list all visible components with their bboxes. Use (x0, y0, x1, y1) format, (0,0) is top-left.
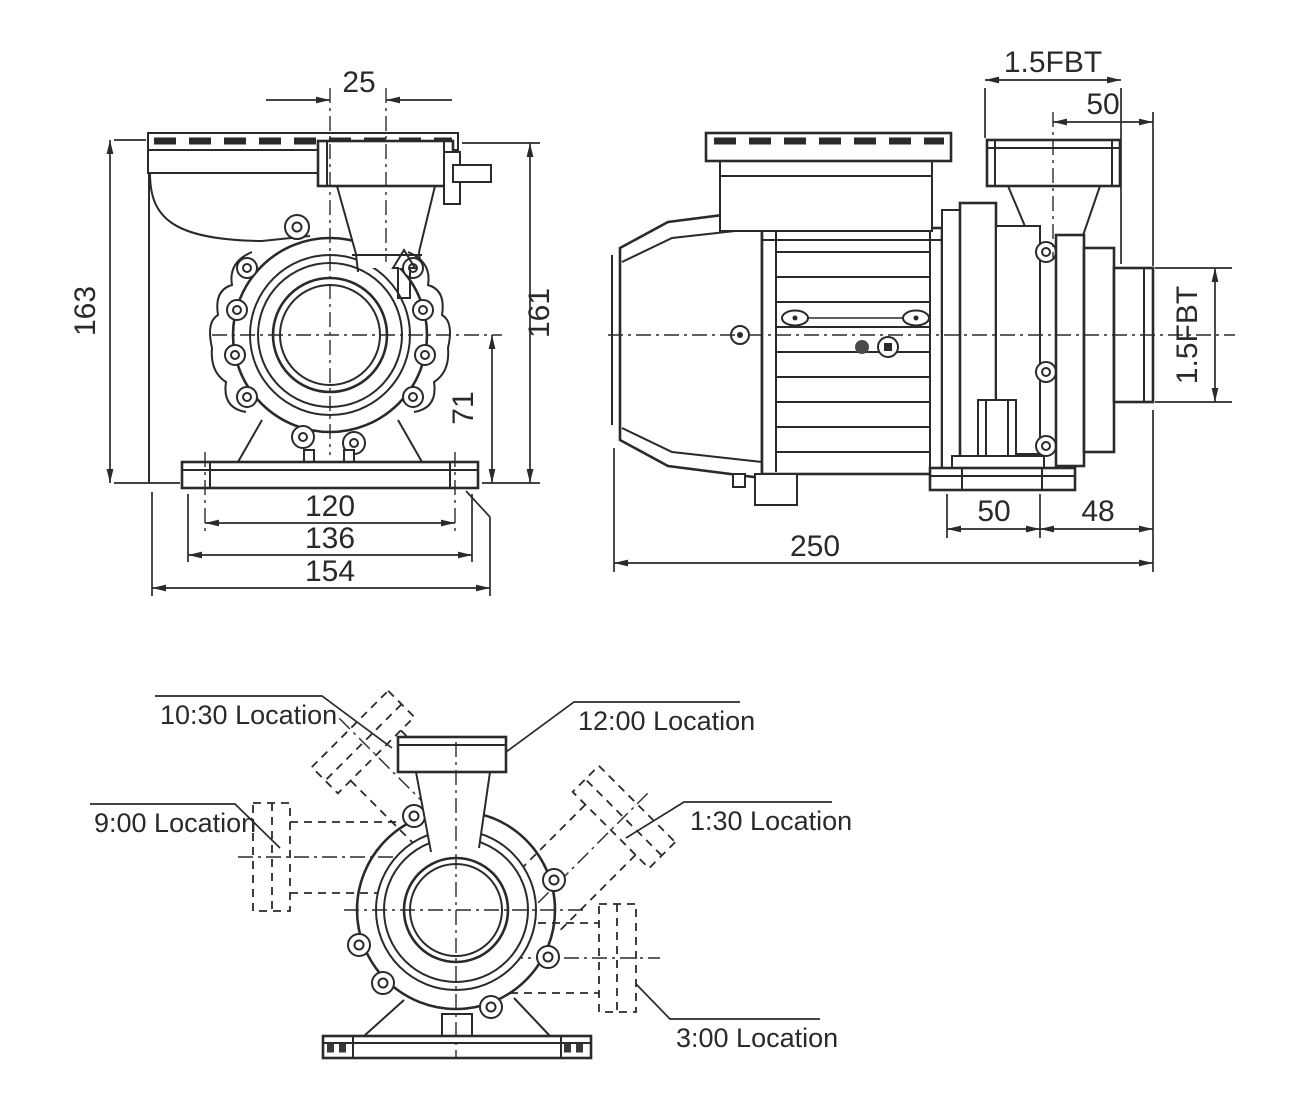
label-12-00-text: 12:00 Location (578, 706, 755, 736)
front-dim-height-right: 161 (462, 142, 556, 484)
front-dim-base-inner-text: 136 (305, 522, 355, 555)
base-plate-orient (321, 1034, 593, 1060)
label-3-00: 3:00 Location (635, 983, 838, 1053)
side-dim-foot-span-text: 50 (977, 495, 1010, 528)
label-1-30: 1:30 Location (625, 801, 852, 839)
front-dim-base-width: 154 (151, 490, 491, 596)
bolt-holes-front (224, 214, 436, 455)
right-flange-wing (407, 251, 451, 413)
front-dim-height-left: 163 (69, 139, 180, 484)
side-dim-discharge-offset-text: 50 (1086, 88, 1119, 121)
front-dim-slot-span-text: 120 (305, 490, 355, 523)
side-dim-discharge-size: 1.5FBT (984, 46, 1122, 264)
front-dim-base-inner: 136 (187, 494, 473, 562)
front-dim-base-width-text: 154 (305, 555, 355, 588)
side-dim-foot-span: 50 (946, 494, 1041, 538)
motor-foot (754, 473, 798, 506)
orientation-view: 10:30 Location 12:00 Location 9:00 Locat… (90, 679, 852, 1060)
pump-casing-side (1054, 233, 1155, 468)
label-3-00-text: 3:00 Location (676, 1023, 838, 1053)
side-dim-overall-length-text: 250 (790, 530, 840, 563)
bolt-ears-orient (347, 804, 566, 1019)
front-view: 25 163 161 71 120 (69, 66, 556, 596)
side-dim-suction-size: 1.5FBT (1155, 267, 1232, 403)
port-12-00 (396, 735, 508, 853)
front-dim-slot-span: 120 (204, 452, 456, 532)
terminal-box (704, 131, 953, 232)
side-dim-discharge-size-text: 1.5FBT (1004, 46, 1102, 79)
flow-direction-arrow-icon (391, 248, 417, 299)
front-dim-center-height-text: 71 (447, 391, 480, 424)
side-dim-foot-to-face-text: 48 (1081, 495, 1114, 528)
side-view: 1.5FBT 50 1.5FBT 50 48 (608, 46, 1235, 572)
base-plate-front (180, 460, 480, 490)
side-dim-discharge-offset: 50 (1053, 88, 1154, 266)
label-10-30-text: 10:30 Location (160, 700, 337, 730)
front-dim-port-offset-text: 25 (342, 66, 375, 99)
pump-foot (928, 399, 1077, 492)
shaft-end (452, 164, 492, 183)
label-10-30: 10:30 Location (155, 695, 393, 749)
front-dim-center-height: 71 (447, 335, 496, 483)
left-flange-wing (209, 251, 253, 413)
front-dim-port-offset: 25 (266, 66, 452, 104)
label-12-00: 12:00 Location (505, 701, 755, 753)
label-9-00: 9:00 Location (90, 803, 281, 849)
side-dim-suction-size-text: 1.5FBT (1171, 286, 1204, 384)
fan-cover (611, 208, 764, 480)
front-dim-height-left-text: 163 (69, 286, 102, 336)
side-dim-overall-length: 250 (613, 448, 1153, 572)
label-9-00-text: 9:00 Location (94, 808, 256, 838)
side-dim-foot-to-face: 48 (1040, 410, 1154, 572)
bracket (941, 201, 1057, 481)
motor-body (732, 226, 944, 506)
front-dim-height-right-text: 161 (523, 288, 556, 338)
label-1-30-text: 1:30 Location (690, 806, 852, 836)
